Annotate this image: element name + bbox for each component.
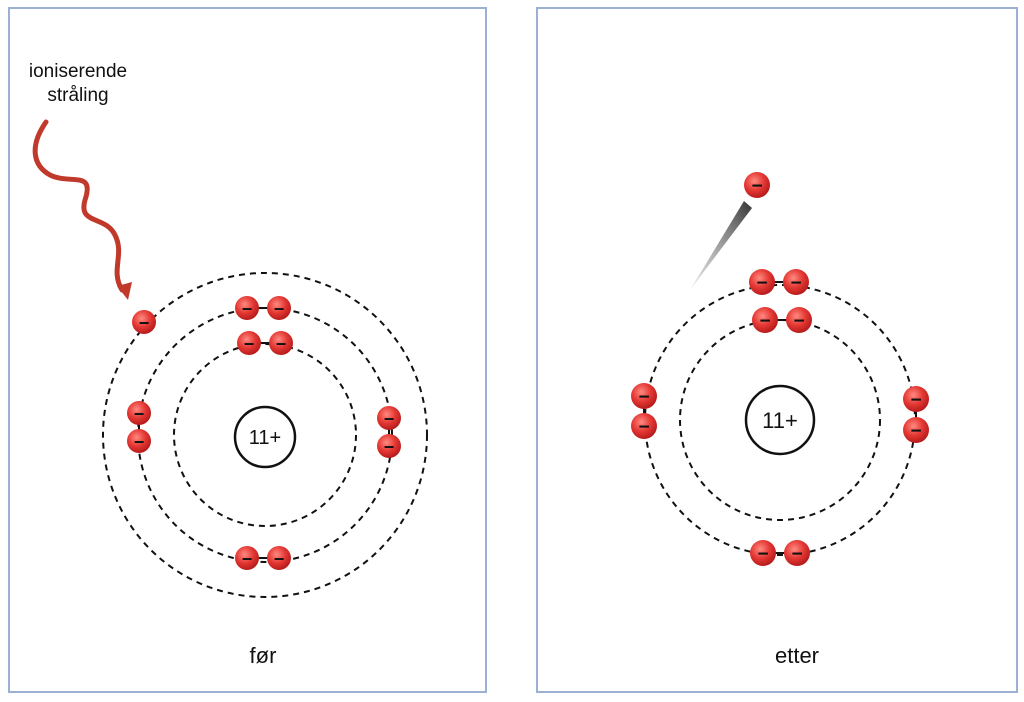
nucleus-after [744,384,816,456]
minus-sign-icon: − [756,273,767,294]
minus-sign-icon: − [384,409,395,429]
minus-sign-icon: − [791,544,802,565]
atom-after: 11+ − − − − − − − − − − − etter [631,172,929,668]
radiation-arrowhead [117,282,132,300]
nucleus-label-after: 11+ [762,408,798,433]
minus-sign-icon: − [134,432,145,452]
panel-after [536,7,1018,693]
minus-sign-icon: − [134,404,145,424]
minus-sign-icon: − [244,334,255,354]
electron: − [377,434,401,458]
minus-sign-icon: − [790,273,801,294]
radiation-wave [32,119,125,293]
shell-outer-before [102,272,428,598]
caption-before: før [250,643,277,668]
electron-valence: − [132,310,156,334]
ejection-trail [690,201,752,290]
minus-sign-icon: − [759,311,770,332]
electron: − [267,546,291,570]
shell-inner-after [679,319,881,521]
electron-ejected: − [744,172,770,198]
electron: − [903,417,929,443]
nucleus-label-before: 11+ [249,427,281,449]
minus-sign-icon: − [910,390,921,411]
radiation-label-line2: stråling [47,85,108,106]
minus-sign-icon: − [274,549,285,569]
electron: − [267,296,291,320]
minus-sign-icon: − [242,549,253,569]
electron: − [786,307,812,333]
radiation-label-line1: ioniserende [29,61,127,82]
minus-sign-icon: − [910,421,921,442]
electron: − [784,540,810,566]
minus-sign-icon: − [757,544,768,565]
minus-sign-icon: − [276,334,287,354]
minus-sign-icon: − [139,313,150,333]
minus-sign-icon: − [751,176,762,197]
electron: − [269,331,293,355]
atom-before: 11+ − − − − − − − − − − − ioniserende st… [29,61,428,668]
minus-sign-icon: − [242,299,253,319]
minus-sign-icon: − [638,387,649,408]
minus-sign-icon: − [384,437,395,457]
minus-sign-icon: − [638,417,649,438]
electron: − [127,429,151,453]
nucleus-before [233,405,297,469]
shell-inner-before [173,343,357,527]
caption-after: etter [775,643,819,668]
electron: − [783,269,809,295]
electron: − [631,413,657,439]
minus-sign-icon: − [793,311,804,332]
minus-sign-icon: − [274,299,285,319]
